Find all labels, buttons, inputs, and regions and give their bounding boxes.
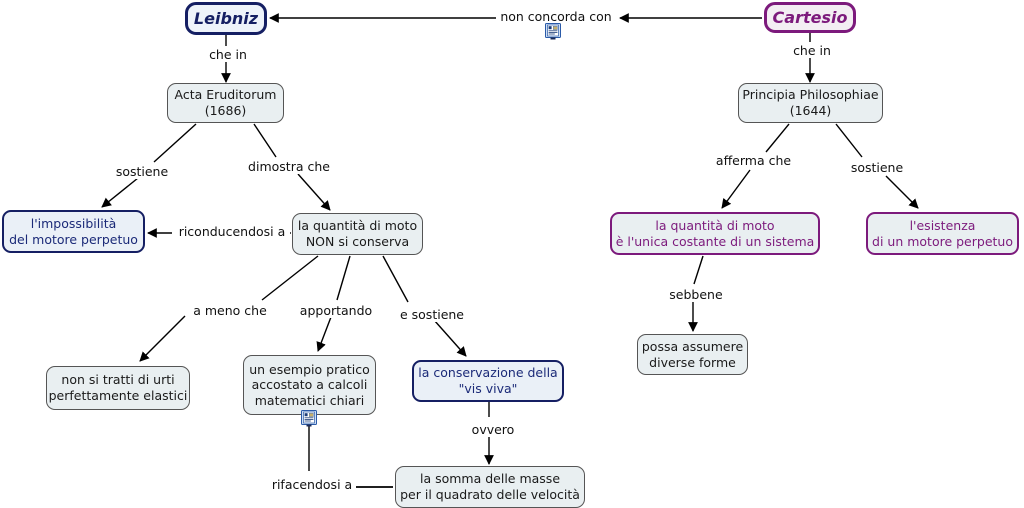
edge-unicacostante-diverseforme [688, 255, 704, 332]
edge-nonconserva-esempio [316, 255, 351, 352]
edge-label-afferma-che: afferma che [711, 153, 796, 168]
edge-label-riconducendosi-a: riconducendosi a [174, 224, 290, 239]
edge-label-sostiene-acta: sostiene [110, 164, 174, 179]
node-urti-perfettamente-elastici[interactable]: non si tratti di urti perfettamente elas… [46, 366, 190, 410]
edge-acta-impossibilita [101, 123, 197, 208]
edge-label-dimostra-che: dimostra che [245, 159, 333, 174]
edge-acta-nonconserva [253, 123, 331, 211]
edge-label-e-sostiene: e sostiene [396, 307, 468, 322]
node-possa-assumere-diverse-forme[interactable]: possa assumere diverse forme [637, 334, 748, 375]
node-quantita-moto-non-si-conserva[interactable]: la quantità di moto NON si conserva [292, 213, 423, 255]
node-somma-delle-masse[interactable]: la somma delle masse per il quadrato del… [395, 466, 585, 508]
edge-label-ovvero: ovvero [467, 422, 519, 437]
edge-principia-esistenza [835, 123, 919, 209]
document-icon[interactable] [545, 23, 561, 40]
edge-label-sebbene: sebbene [664, 287, 728, 302]
node-conservazione-vis-viva[interactable]: la conservazione della "vis viva" [412, 360, 564, 402]
edge-label-sostiene-principia: sostiene [845, 160, 909, 175]
edge-nonconserva-visviva [382, 255, 467, 357]
node-esempio-pratico[interactable]: un esempio pratico accostato a calcoli m… [243, 355, 376, 415]
edge-label-che-in-leibniz: che in [203, 47, 253, 62]
node-principia-philosophiae[interactable]: Principia Philosophiae (1644) [738, 83, 883, 123]
edge-label-a-meno-che: a meno che [189, 303, 271, 318]
node-leibniz[interactable]: Leibniz [185, 2, 267, 35]
node-quantita-moto-unica-costante[interactable]: la quantità di moto è l'unica costante d… [610, 212, 820, 255]
edge-principia-unicacostante [721, 123, 790, 209]
edge-label-rifacendosi-a: rifacendosi a [268, 477, 356, 492]
edge-label-non-concorda-con: non concorda con [498, 9, 614, 24]
document-icon[interactable] [301, 410, 317, 427]
node-esistenza-motore-perpetuo[interactable]: l'esistenza di un motore perpetuo [866, 212, 1019, 255]
node-acta-eruditorum[interactable]: Acta Eruditorum (1686) [167, 83, 284, 123]
edge-nonconserva-urti [139, 255, 319, 362]
node-impossibilita-motore-perpetuo[interactable]: l'impossibilità del motore perpetuo [2, 210, 145, 253]
node-cartesio[interactable]: Cartesio [764, 2, 856, 33]
edge-label-che-in-cartesio: che in [787, 43, 837, 58]
edge-label-apportando: apportando [295, 303, 377, 318]
